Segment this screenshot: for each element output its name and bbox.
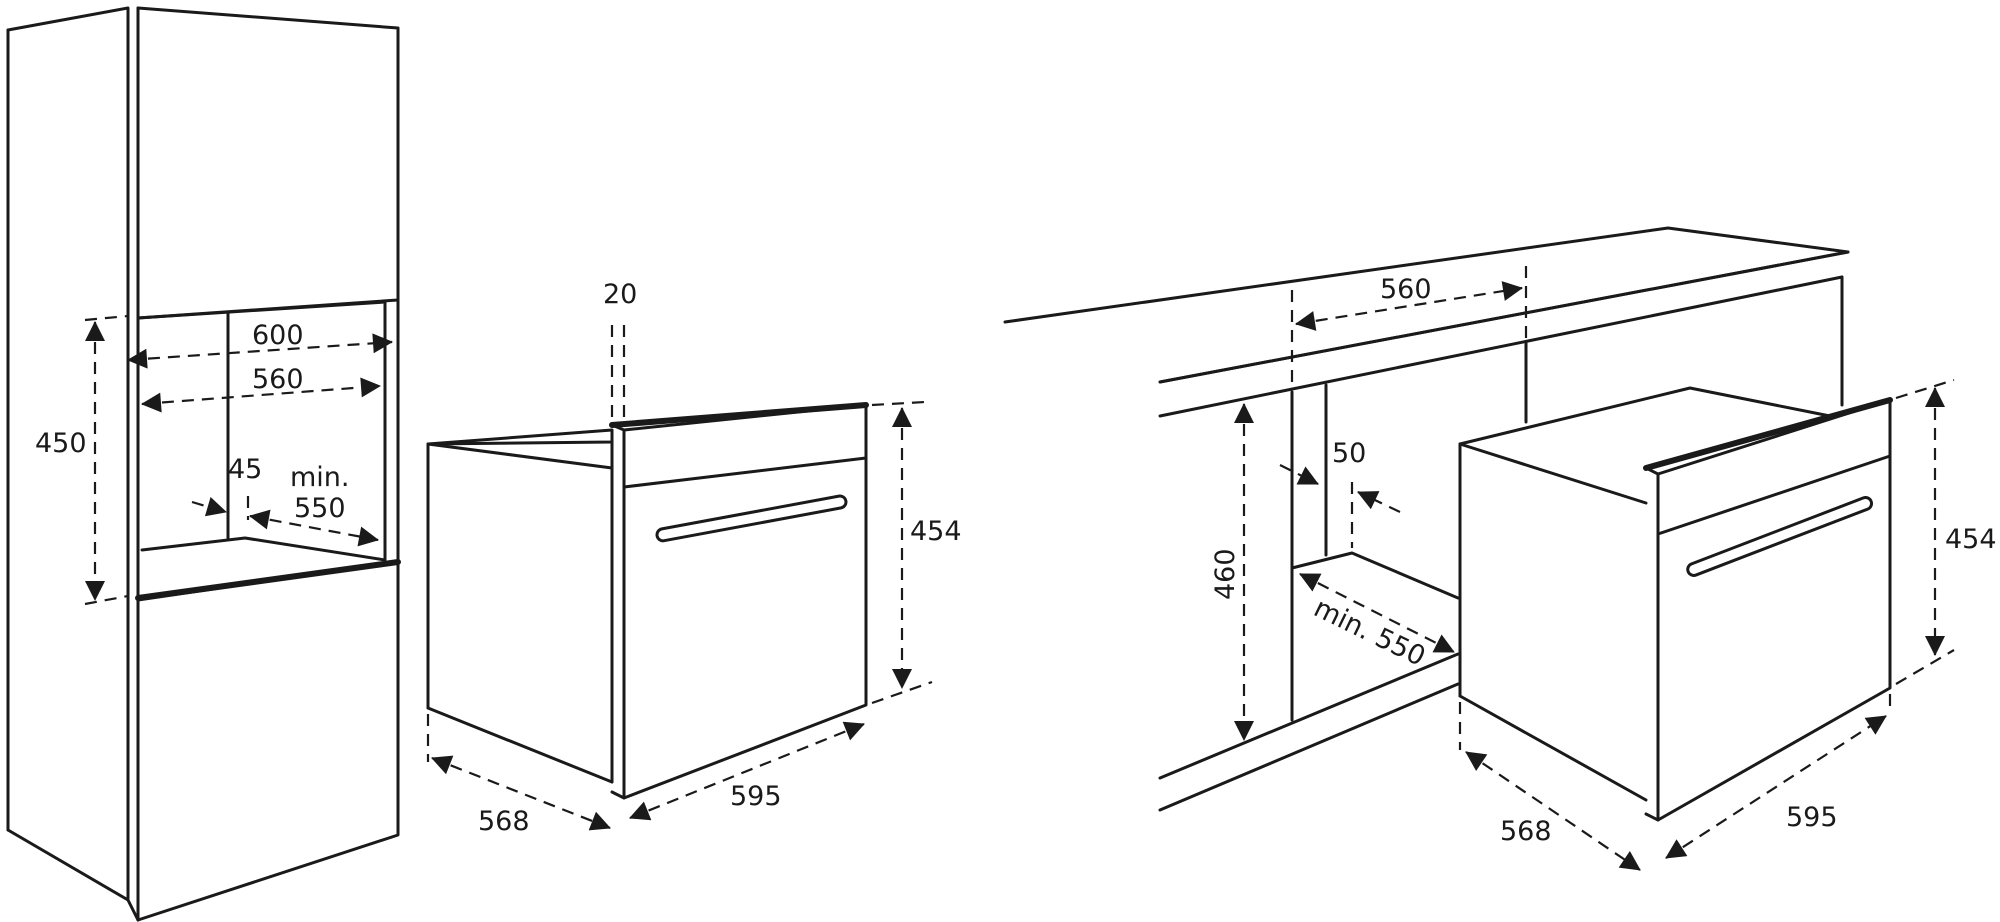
- counter-cabinet: [1003, 226, 1850, 812]
- oven-right-width-label: 595: [1786, 802, 1838, 833]
- oven-left-handle: [655, 494, 848, 543]
- oven-top-gap-label: 20: [603, 279, 637, 310]
- oven-width-label: 595: [730, 781, 782, 812]
- oven-left: [426, 402, 869, 800]
- oven-right-height-label: 454: [1945, 524, 1997, 555]
- niche-depth-min-label: min.: [290, 462, 350, 493]
- oven-right-dimensions: 454 568 595: [1458, 378, 1997, 871]
- oven-right-handle: [1686, 496, 1874, 577]
- right-niche-side-gap-label: 50: [1332, 438, 1366, 469]
- right-niche-height-label: 460: [1210, 548, 1241, 600]
- niche-side-gap-label: 45: [228, 454, 262, 485]
- right-niche-dimensions: 560 460 50 min. 550: [1210, 266, 1528, 741]
- niche-depth-label: 550: [294, 493, 346, 524]
- right-niche-width-label: 560: [1380, 274, 1432, 305]
- oven-height-label: 454: [910, 516, 962, 547]
- oven-left-dimensions: 20 454 568 595: [426, 279, 962, 837]
- oven-depth-label: 568: [478, 806, 530, 837]
- niche-height-label: 450: [35, 428, 87, 459]
- oven-right-depth-label: 568: [1500, 816, 1552, 847]
- niche-inner-width-label: 560: [252, 364, 304, 395]
- left-niche-dimensions: 450 600 560 45 min. 550: [35, 314, 393, 606]
- niche-outer-width-label: 600: [252, 320, 304, 351]
- right-niche-depth-label: min. 550: [1309, 592, 1430, 672]
